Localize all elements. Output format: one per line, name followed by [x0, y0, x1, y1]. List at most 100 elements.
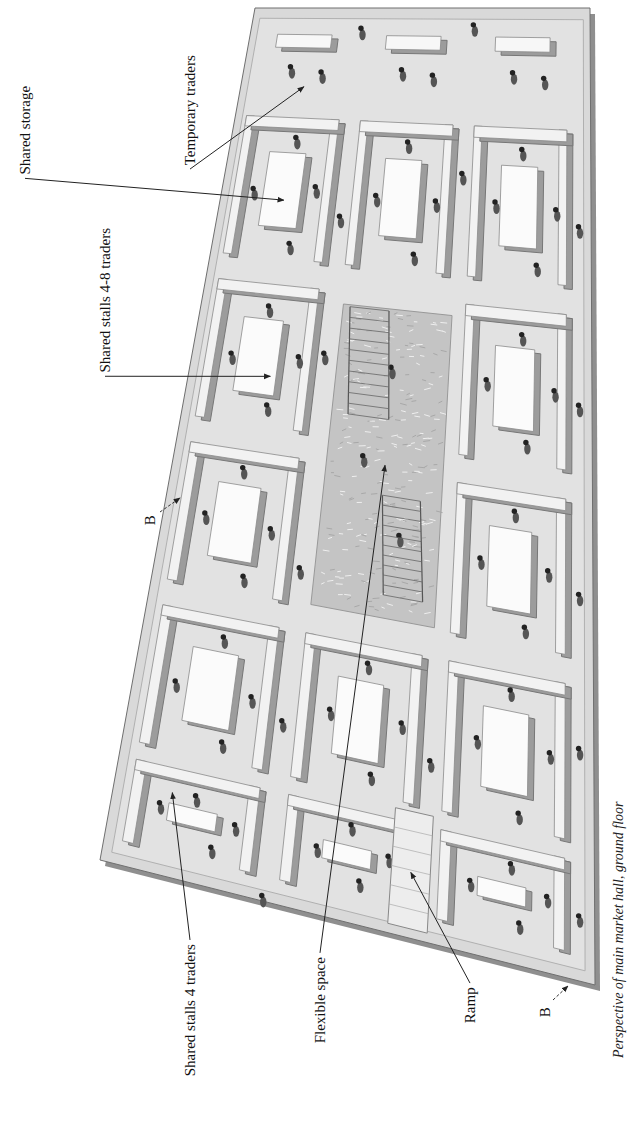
person-figure: [474, 735, 481, 750]
wall-top: [481, 706, 529, 797]
floor-texture: [375, 609, 379, 610]
floor-texture: [367, 359, 371, 361]
floor-texture: [431, 324, 438, 326]
floor-texture: [411, 604, 418, 606]
floor-texture: [422, 523, 427, 524]
floor-texture: [392, 583, 396, 584]
wall-top: [189, 442, 299, 469]
floor-texture: [327, 528, 333, 530]
floor-texture: [354, 313, 361, 314]
floor-texture: [407, 325, 414, 326]
floor-texture: [401, 419, 406, 420]
floor-texture: [346, 321, 352, 323]
floor-texture: [340, 491, 345, 493]
floor-texture: [367, 446, 371, 448]
floor-texture: [419, 522, 424, 523]
floor-texture: [409, 610, 413, 612]
leader-line: [320, 465, 385, 953]
wall-top: [450, 483, 466, 635]
person-figure: [576, 746, 583, 761]
person-figure: [157, 800, 164, 815]
floor-texture: [422, 537, 426, 539]
wall-top: [135, 759, 260, 798]
part-label: Shared stalls 4-8 traders: [97, 228, 114, 373]
person-figure: [411, 251, 418, 266]
floor-texture: [423, 438, 429, 440]
floor-texture: [378, 450, 385, 451]
wall-top: [474, 126, 567, 142]
person-figure: [368, 772, 375, 787]
floor-texture: [394, 313, 397, 315]
floor-texture: [374, 347, 378, 348]
wall-top: [359, 121, 453, 136]
floor-texture: [395, 560, 400, 561]
wall-top: [233, 317, 284, 396]
floor-texture: [411, 603, 417, 604]
wall-top: [554, 682, 565, 839]
ramp-hatch: [394, 827, 432, 836]
wall-top: [273, 457, 300, 601]
floor-texture: [328, 537, 332, 538]
floor-texture: [343, 414, 348, 415]
leader-line: [411, 872, 470, 983]
person-figure: [173, 678, 180, 693]
wall-top: [217, 279, 319, 300]
floor-texture: [411, 345, 415, 346]
floor-texture: [388, 522, 394, 523]
floor-plate: [100, 8, 600, 991]
person-figure: [293, 135, 300, 150]
floor-texture: [368, 548, 374, 549]
floor-texture: [372, 513, 377, 515]
floor-texture: [431, 430, 435, 432]
person-figure: [348, 822, 355, 837]
person-figure: [576, 403, 583, 418]
wall-top: [459, 304, 475, 455]
person-figure: [318, 69, 325, 84]
leader-line: [172, 793, 190, 940]
ramp-hatch: [389, 904, 428, 914]
person-figure: [202, 510, 209, 525]
person-figure: [430, 72, 437, 87]
floor-texture: [339, 533, 343, 534]
floor-texture: [397, 437, 402, 439]
floor-texture: [349, 408, 355, 409]
person-figure: [433, 198, 440, 213]
floor-texture: [386, 340, 390, 342]
floor-texture: [331, 472, 334, 473]
ramp-hatch: [393, 846, 431, 855]
person-figure: [250, 186, 257, 201]
person-figure: [519, 147, 526, 162]
floor-texture: [361, 535, 366, 537]
person-figure: [221, 634, 228, 649]
floor-texture: [349, 426, 352, 428]
floor-texture: [424, 560, 430, 562]
floor-texture: [413, 526, 418, 528]
person-figure: [483, 377, 490, 392]
floor-texture: [381, 607, 384, 608]
person-figure: [373, 193, 380, 208]
floor-texture: [433, 322, 436, 324]
floor-texture: [436, 511, 442, 513]
part-label: Temporary traders: [182, 55, 199, 165]
wall-top: [467, 126, 482, 277]
person-figure: [459, 171, 466, 186]
wall-top: [495, 37, 550, 52]
person-figure: [405, 139, 412, 154]
floor-texture: [358, 369, 362, 371]
figure-caption: Perspective of main market hall, ground …: [610, 802, 625, 1059]
floor-texture: [369, 606, 374, 608]
floor-texture: [423, 440, 430, 442]
floor-texture: [395, 491, 401, 492]
floor-texture: [366, 313, 370, 314]
wall-top: [493, 345, 535, 431]
floor-texture: [440, 322, 447, 324]
person-figure: [512, 509, 519, 524]
floor-texture: [357, 502, 362, 503]
wall-top: [293, 288, 319, 431]
wall-top: [207, 482, 261, 564]
ramp-symbol: [388, 808, 434, 933]
wall-top: [167, 442, 200, 581]
wall-top: [477, 876, 526, 907]
person-figure: [471, 22, 478, 37]
floor-texture: [394, 446, 397, 447]
